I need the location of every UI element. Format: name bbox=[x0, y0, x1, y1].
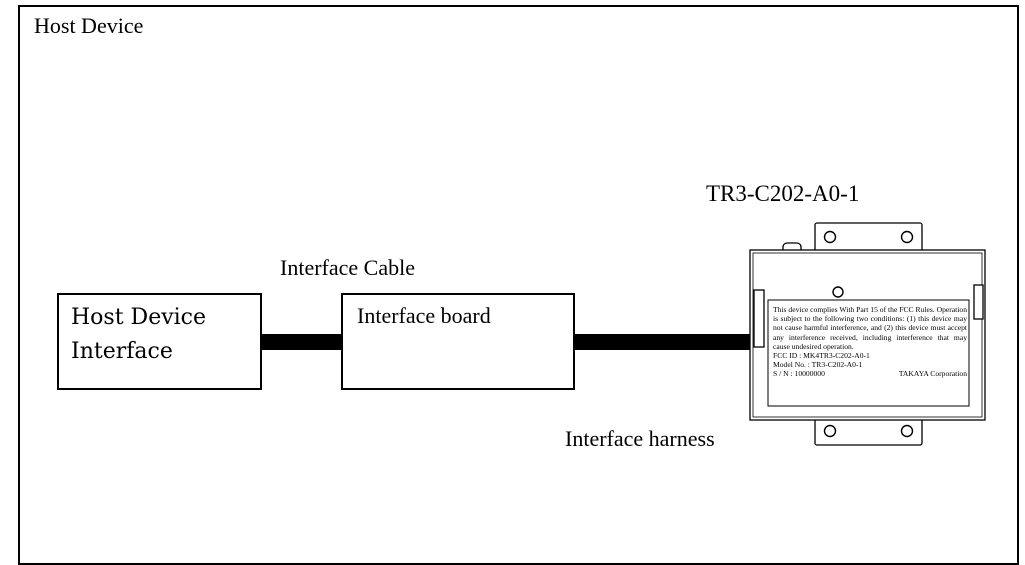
mounting-hole bbox=[823, 230, 837, 244]
center-screw-hole bbox=[832, 286, 844, 298]
interface-cable-line bbox=[262, 334, 341, 350]
host-device-interface-label: Host Device Interface bbox=[71, 305, 207, 364]
manufacturer-text: TAKAYA Corporation bbox=[898, 369, 967, 379]
interface-harness-label: Interface harness bbox=[565, 426, 715, 451]
interface-harness-line bbox=[575, 334, 752, 350]
right-side-connector bbox=[973, 284, 984, 320]
fcc-label-plate bbox=[767, 299, 970, 407]
mounting-hole bbox=[823, 424, 837, 438]
serial-number-text: S / N : 10000000 bbox=[773, 369, 825, 379]
host-device-interface-box: Host Device Interface bbox=[57, 293, 262, 390]
left-side-connector bbox=[753, 289, 765, 348]
model-number-text: Model No. : TR3-C202-A0-1 bbox=[773, 360, 863, 370]
fcc-label-text: This device complies With Part 15 of the… bbox=[773, 305, 967, 379]
interface-board-label: Interface board bbox=[357, 303, 491, 328]
fcc-compliance-text: This device complies With Part 15 of the… bbox=[773, 305, 967, 351]
interface-cable-label: Interface Cable bbox=[280, 255, 415, 280]
fcc-id-text: FCC ID : MK4TR3-C202-A0-1 bbox=[773, 351, 870, 361]
host-device-label: Host Device bbox=[34, 13, 144, 38]
device-model-label: TR3-C202-A0-1 bbox=[706, 181, 860, 206]
mounting-hole bbox=[900, 424, 914, 438]
mounting-hole bbox=[900, 230, 914, 244]
interface-board-box: Interface board bbox=[341, 293, 575, 390]
